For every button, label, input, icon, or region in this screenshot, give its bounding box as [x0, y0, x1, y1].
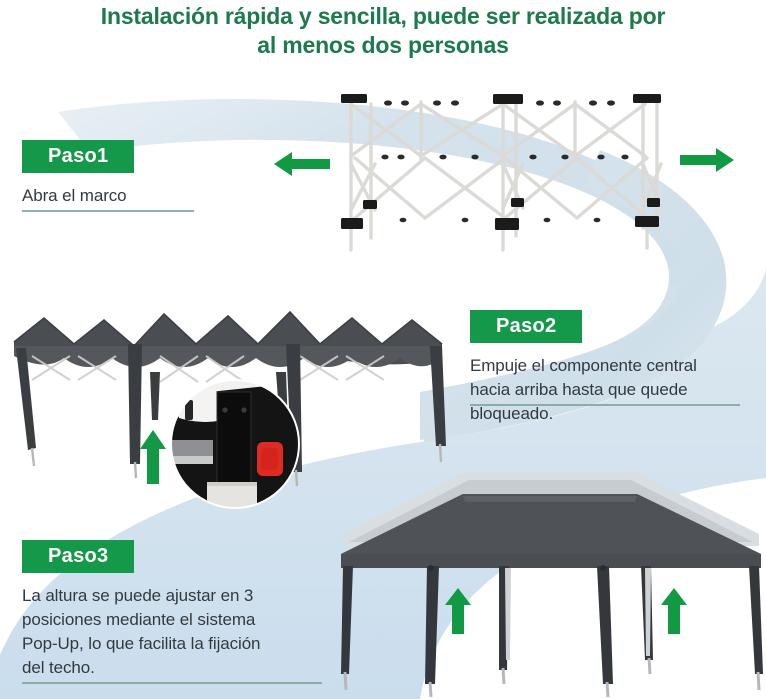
step-3-badge: Paso3 [22, 540, 135, 573]
page-title-line1: Instalación rápida y sencilla, puede ser… [100, 3, 666, 29]
half-open-gazebo-illustration [13, 310, 446, 487]
fully-erected-gazebo-illustration [341, 472, 763, 698]
step-2-text: Empuje el componente central hacia arrib… [470, 356, 697, 423]
arrow-up-icon [661, 588, 687, 634]
latch-detail-photo [170, 379, 300, 509]
step-1-text: Abra el marco [22, 186, 127, 205]
page-title-line2: al menos dos personas [257, 32, 509, 58]
step-3-underline [22, 682, 322, 684]
step-1-block: Paso1 Abra el marco [22, 140, 322, 212]
step-2-badge: Paso2 [470, 310, 583, 343]
folded-scissor-frame-illustration [341, 94, 663, 252]
step-2-underline [470, 404, 740, 406]
step-3-text: La altura se puede ajustar en 3 posicion… [22, 586, 261, 677]
step-1-badge: Paso1 [22, 140, 135, 173]
arrow-right-icon [680, 148, 734, 172]
arrow-up-icon [445, 588, 471, 634]
arrow-left-icon [274, 152, 330, 176]
page-title: Instalación rápida y sencilla, puede ser… [0, 2, 766, 60]
step-2-block: Paso2 Empuje el componente central hacia… [470, 310, 762, 426]
step-1-underline [22, 210, 194, 212]
step-3-block: Paso3 La altura se puede ajustar en 3 po… [22, 540, 342, 684]
arrow-up-icon [140, 430, 166, 484]
